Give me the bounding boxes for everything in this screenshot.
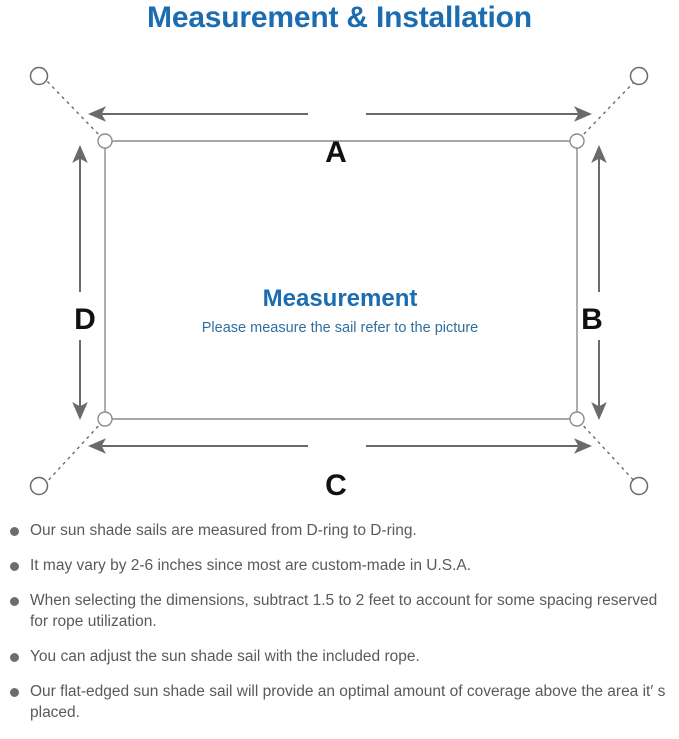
bullet-icon	[10, 653, 19, 662]
note-text: Our sun shade sails are measured from D-…	[30, 522, 417, 539]
note-text: It may vary by 2-6 inches since most are…	[30, 557, 472, 574]
anchor-top-right	[629, 66, 649, 86]
bullet-icon	[10, 597, 19, 606]
sun-shade-sail-measurement-diagram: A B C D Measurement Please measure the s…	[0, 44, 679, 514]
list-item: Our sun shade sails are measured from D-…	[0, 520, 679, 541]
anchor-top-left	[29, 66, 49, 86]
note-text: Our flat-edged sun shade sail will provi…	[30, 683, 666, 721]
rope-top-right	[578, 77, 639, 140]
dimension-label-c: C	[325, 469, 347, 502]
list-item: When selecting the dimensions, subtract …	[0, 590, 679, 632]
anchor-bottom-left	[29, 476, 49, 496]
d-ring-top-right	[569, 133, 585, 149]
measurement-center-block: Measurement Please measure the sail refe…	[110, 284, 570, 339]
bullet-icon	[10, 527, 19, 536]
sail-outline	[104, 140, 578, 420]
page-title: Measurement & Installation	[147, 1, 532, 34]
rope-bottom-right	[578, 420, 639, 486]
note-text: When selecting the dimensions, subtract …	[30, 592, 658, 630]
d-ring-bottom-left	[97, 411, 113, 427]
diagram-svg	[29, 66, 649, 496]
notes-list: Our sun shade sails are measured from D-…	[0, 520, 679, 737]
note-text: You can adjust the sun shade sail with t…	[30, 648, 420, 665]
measurement-subtext: Please measure the sail refer to the pic…	[201, 320, 479, 336]
dimension-label-d: D	[74, 303, 96, 336]
d-ring-bottom-right	[569, 411, 585, 427]
dimension-label-a: A	[325, 136, 347, 169]
bullet-icon	[10, 688, 19, 697]
rope-bottom-left	[43, 420, 104, 486]
dimension-label-b: B	[581, 303, 603, 336]
bullet-icon	[10, 562, 19, 571]
rope-top-left	[43, 77, 104, 140]
list-item: It may vary by 2-6 inches since most are…	[0, 555, 679, 576]
measurement-heading: Measurement	[262, 285, 418, 312]
anchor-bottom-right	[629, 476, 649, 496]
list-item: You can adjust the sun shade sail with t…	[0, 646, 679, 667]
d-ring-top-left	[97, 133, 113, 149]
list-item: Our flat-edged sun shade sail will provi…	[0, 681, 679, 723]
